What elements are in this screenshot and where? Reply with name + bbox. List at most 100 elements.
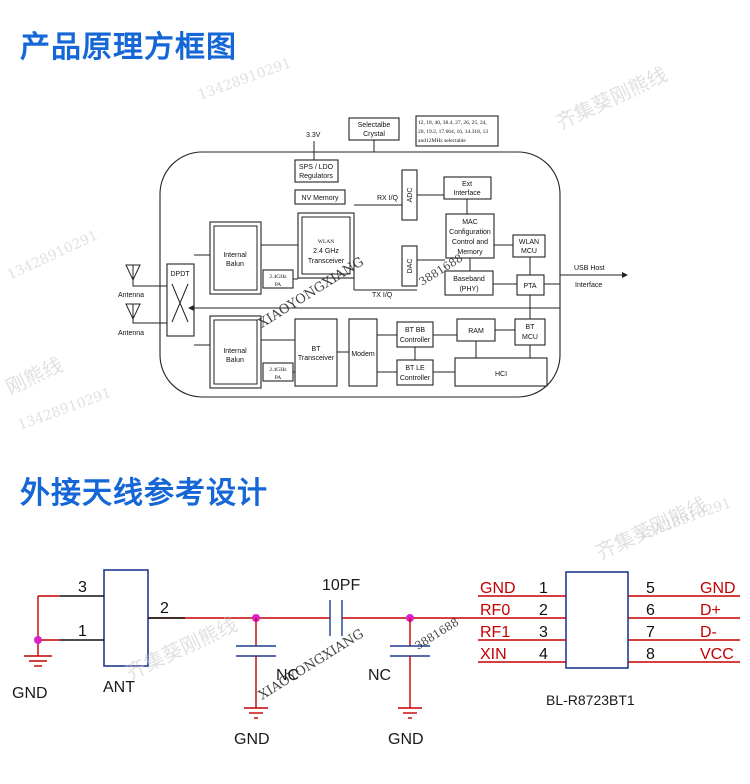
balun-2-label-2: Balun bbox=[226, 357, 244, 364]
left-pin-2-num: 2 bbox=[539, 602, 548, 619]
gnd-left-label: GND bbox=[12, 685, 48, 702]
watermark-phone-1: 13428910291 bbox=[196, 55, 294, 104]
sps-label-2: Regulators bbox=[299, 173, 333, 180]
balun-2-label-1: Internal bbox=[223, 348, 247, 355]
antenna-1-icon bbox=[125, 264, 167, 287]
usb-label-2: Interface bbox=[575, 282, 602, 289]
antenna-1-label: Antenna bbox=[118, 292, 144, 299]
ant-pin1-label: 1 bbox=[78, 623, 87, 640]
gnd-mid-label: GND bbox=[234, 731, 270, 748]
right-pin-8-net: VCC bbox=[700, 646, 734, 663]
right-pin-6-net: D+ bbox=[700, 602, 721, 619]
cap-value-label: 10PF bbox=[322, 577, 360, 594]
nv-memory-label: NV Memory bbox=[302, 195, 339, 202]
baseband-block bbox=[444, 270, 494, 296]
ant-pin2-label: 2 bbox=[160, 600, 169, 617]
usb-label-1: USB Host bbox=[574, 265, 605, 272]
left-pin-4-net: XIN bbox=[480, 646, 507, 663]
balun-1-label-1: Internal bbox=[223, 252, 247, 259]
left-pin-3-num: 3 bbox=[539, 624, 548, 641]
bt-mcu-block bbox=[514, 318, 546, 346]
right-pin-8-num: 8 bbox=[646, 646, 655, 663]
left-pin-3-net: RF1 bbox=[480, 624, 510, 641]
wlan-tr-label-1: WLAN bbox=[318, 239, 335, 245]
mac-label-4: Memory bbox=[457, 249, 483, 256]
bt-bb-label-2: Controller bbox=[400, 337, 431, 344]
nc1-label: NC bbox=[276, 667, 299, 684]
chip-left-pins: GND 1 RF0 2 RF1 3 XIN 4 bbox=[478, 580, 566, 663]
right-pin-5-net: GND bbox=[700, 580, 736, 597]
block-diagram: 3.3V Selectalbe Crystal 12, 18, 40, 38.4… bbox=[118, 115, 628, 398]
adc-label: ADC bbox=[407, 188, 414, 203]
watermark-phone-2: 13428910291 bbox=[5, 228, 101, 284]
hci-label: HCI bbox=[495, 371, 507, 378]
pa-1-label-1: 2.4GHz bbox=[269, 274, 287, 280]
internal-balun-2 bbox=[209, 315, 262, 389]
supply-voltage-label: 3.3V bbox=[306, 132, 321, 139]
wlan-mcu-label-1: WLAN bbox=[519, 239, 539, 246]
left-pin-4-num: 4 bbox=[539, 646, 548, 663]
bt-le-label-1: BT LE bbox=[405, 365, 425, 372]
bt-mcu-label-1: BT bbox=[526, 324, 536, 331]
chip-bl-r8723bt1 bbox=[565, 571, 629, 669]
watermark-phone-3: 13428910291 bbox=[16, 385, 114, 434]
left-pin-1-net: GND bbox=[480, 580, 516, 597]
ram-label: RAM bbox=[468, 328, 484, 335]
baseband-label-2: (PHY) bbox=[459, 286, 478, 293]
pa-1-label-2: PA bbox=[275, 282, 282, 288]
chip-right-pins: 5 GND 6 D+ 7 D- 8 VCC bbox=[628, 580, 740, 663]
antenna-design-title: 外接天线参考设计 bbox=[20, 476, 268, 511]
mac-label-2: Configuration bbox=[449, 229, 491, 236]
bt-tr-label-1: BT bbox=[312, 346, 322, 353]
mac-block bbox=[445, 213, 495, 259]
bt-le-label-2: Controller bbox=[400, 375, 431, 382]
pta-label: PTA bbox=[523, 283, 536, 290]
freq-note-1: 12, 18, 40, 38.4, 27, 26, 25, 24, bbox=[418, 120, 487, 126]
crystal-label-1: Selectalbe bbox=[358, 122, 391, 129]
hci-block bbox=[454, 357, 548, 387]
mac-label-1: MAC bbox=[462, 219, 478, 226]
watermark-cn-1: 齐集葵刚熊线 bbox=[552, 62, 671, 134]
dpdt-label: DPDT bbox=[170, 271, 190, 278]
modem-block bbox=[348, 318, 378, 387]
dpdt-switch bbox=[166, 263, 195, 337]
bt-tr-label-2: Transceiver bbox=[298, 355, 335, 362]
freq-note-box bbox=[415, 115, 499, 147]
dac-label: DAC bbox=[407, 259, 414, 274]
right-pin-5-num: 5 bbox=[646, 580, 655, 597]
right-pin-6-num: 6 bbox=[646, 602, 655, 619]
pa-2-label-1: 2.4GHz bbox=[269, 367, 287, 373]
watermark-phone-6: 3881688 bbox=[413, 616, 461, 653]
right-pin-7-net: D- bbox=[700, 624, 717, 641]
freq-note-2: 20, 19.2, 17.664, 16, 14.318, 13 bbox=[418, 129, 488, 135]
ant-pin3-label: 3 bbox=[78, 579, 87, 596]
antenna-schematic: 3 1 2 ANT GND 10PF NC GND bbox=[12, 569, 740, 748]
antenna-2-label: Antenna bbox=[118, 330, 144, 337]
internal-balun-1 bbox=[209, 221, 262, 295]
block-diagram-title: 产品原理方框图 bbox=[20, 30, 237, 65]
rx-iq-label: RX I/Q bbox=[377, 195, 399, 202]
bt-mcu-label-2: MCU bbox=[522, 334, 538, 341]
wlan-transceiver-block bbox=[297, 212, 355, 279]
ext-label-1: Ext bbox=[462, 181, 472, 188]
tx-iq-label: TX I/Q bbox=[372, 292, 393, 299]
nv-memory-block bbox=[294, 189, 346, 205]
balun-1-label-2: Balun bbox=[226, 261, 244, 268]
freq-note-3: and12MHz selectable bbox=[418, 138, 466, 144]
watermark-brand-2: XIAOYONGXIANG bbox=[256, 627, 367, 704]
dac-block bbox=[401, 245, 418, 287]
sps-label-1: SPS / LDO bbox=[299, 164, 334, 171]
gnd-right-label: GND bbox=[388, 731, 424, 748]
right-pin-7-num: 7 bbox=[646, 624, 655, 641]
wlan-mcu-block bbox=[512, 234, 546, 258]
modem-label: Modem bbox=[351, 351, 375, 358]
nc2-label: NC bbox=[368, 667, 391, 684]
baseband-label-1: Baseband bbox=[453, 276, 485, 283]
crystal-label-2: Crystal bbox=[363, 131, 385, 138]
ext-label-2: Interface bbox=[453, 190, 480, 197]
wlan-tr-label-3: Transceiver bbox=[308, 258, 345, 265]
pa-2-label-2: PA bbox=[275, 375, 282, 381]
bt-bb-label-1: BT BB bbox=[405, 327, 425, 334]
sps-ldo-block bbox=[294, 159, 339, 183]
